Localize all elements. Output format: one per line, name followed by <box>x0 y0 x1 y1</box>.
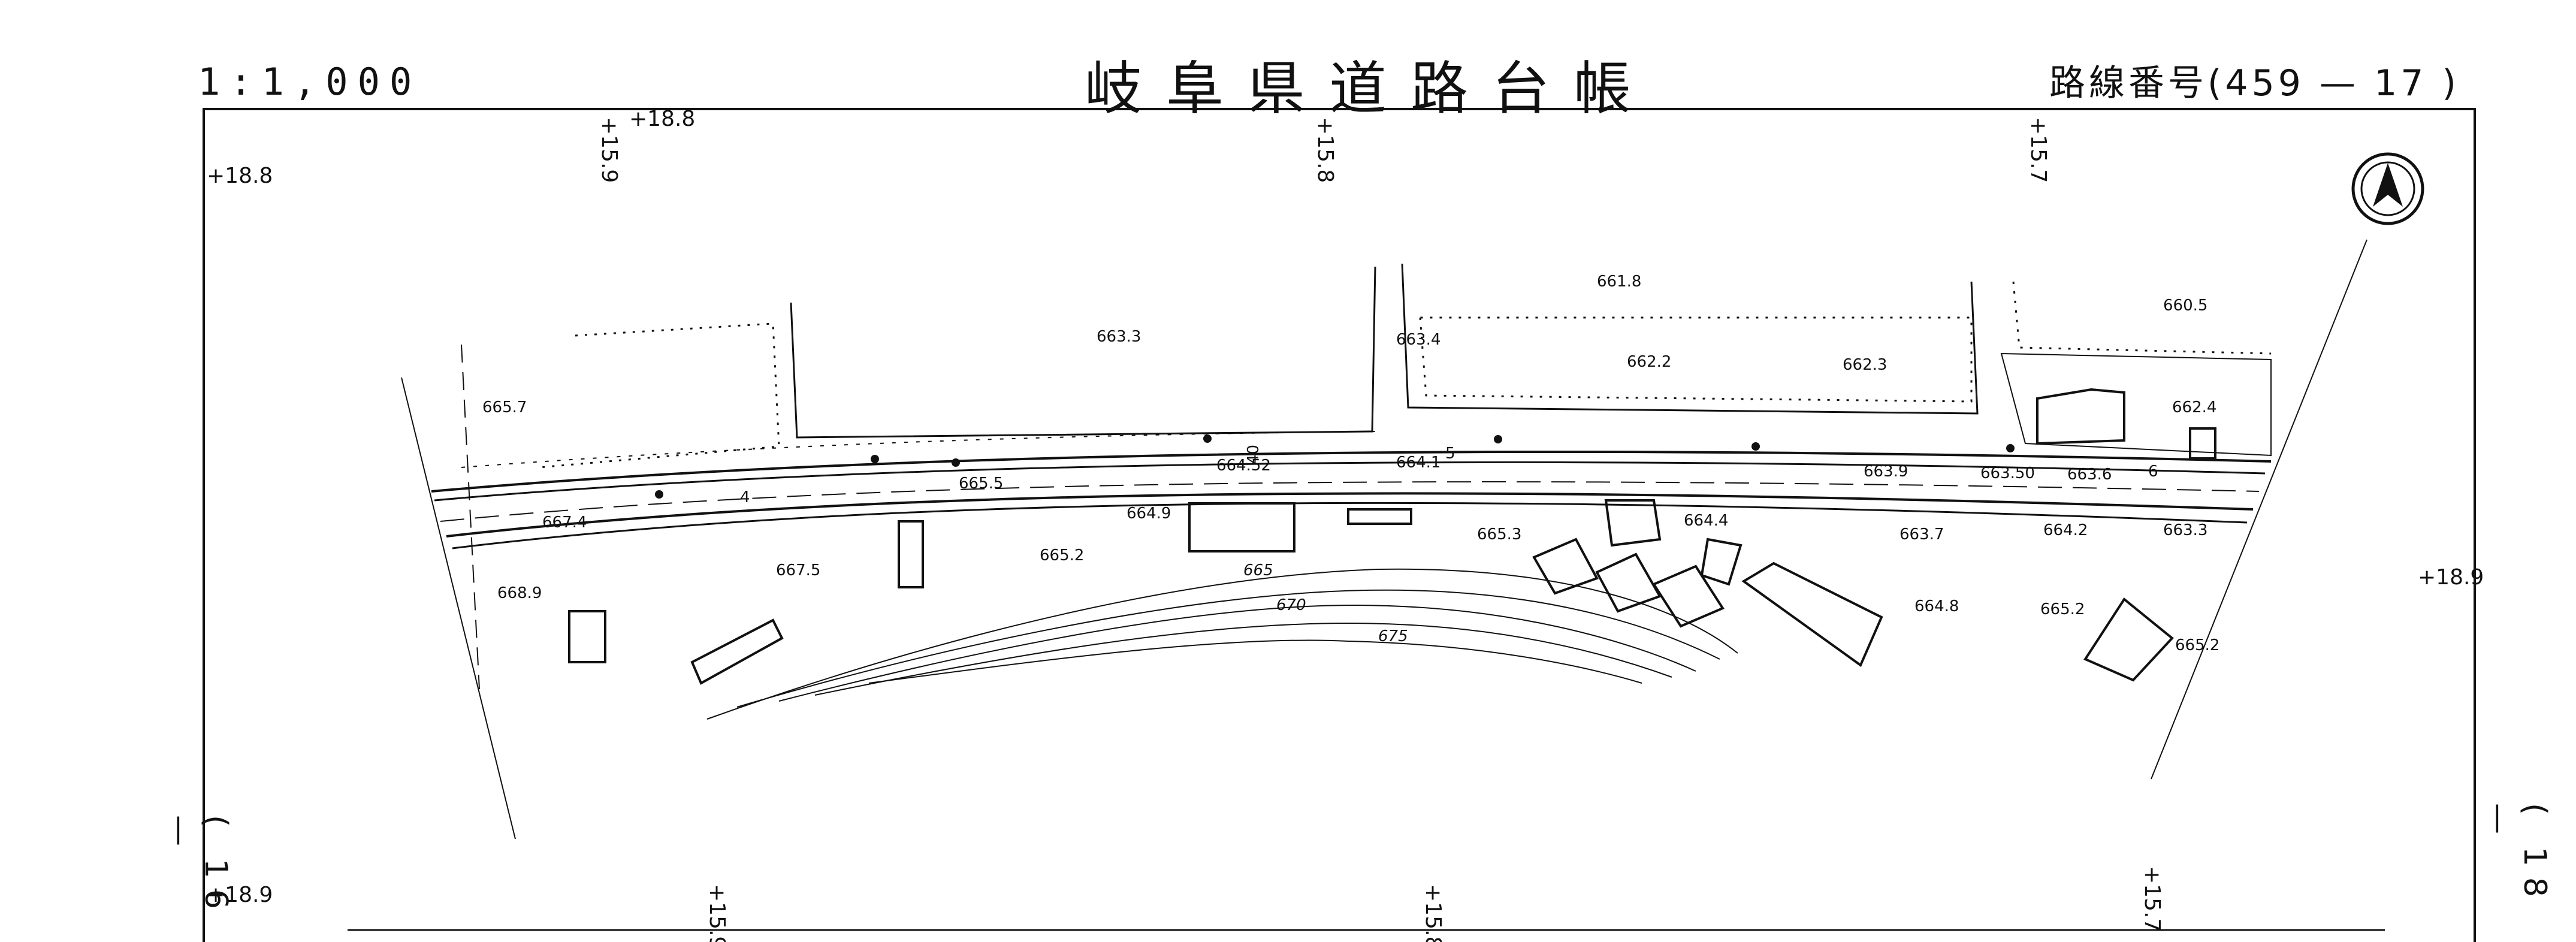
spot-elevation: 663.4 <box>1396 331 1440 349</box>
spot-elevation: 663.7 <box>1899 526 1944 544</box>
spot-elevations: 665.7 663.3 663.4 661.8 662.2 662.3 660.… <box>482 273 2219 654</box>
spot-elevation: 667.5 <box>776 561 820 579</box>
spot-elevation: 667.4 <box>542 514 587 532</box>
spot-elevation: 664.2 <box>2043 521 2088 539</box>
spot-elevation: 662.2 <box>1627 353 1671 371</box>
spot-elevation: 664.9 <box>1127 505 1171 523</box>
utility-poles <box>655 434 2015 499</box>
spot-elevation: 663.3 <box>1097 328 1141 346</box>
spot-elevation: 662.4 <box>2172 398 2216 416</box>
grid-label-bottom-1: +15.9 <box>705 884 729 942</box>
parcel-boundaries <box>539 263 2272 469</box>
route-number: 路線番号(459 — 17 ) <box>2049 62 2460 104</box>
spot-elevation: 663.50 <box>1980 464 2035 482</box>
spot-elevation: 664.52 <box>1216 457 1271 475</box>
spot-elevation: 665.5 <box>959 475 1003 493</box>
right-sheet-index: ( 18 — <box>2481 803 2553 908</box>
road-mark: 4 <box>740 488 750 506</box>
road-marks: 4 40 5 6 <box>740 445 2158 506</box>
spot-elevation: 668.9 <box>497 584 542 602</box>
spot-elevation: 660.5 <box>2163 297 2207 315</box>
spot-elevation: 665.7 <box>482 398 527 416</box>
grid-label-bottom-2: +15.8 <box>1421 884 1445 942</box>
spot-elevation: 662.3 <box>1843 356 1887 374</box>
map-frame <box>203 108 2476 942</box>
grid-label-top-1a: +18.8 <box>629 107 695 131</box>
contour-label: 665 <box>1243 561 1273 579</box>
north-arrow-icon <box>2351 152 2424 225</box>
map-scale: 1:1,000 <box>198 60 422 104</box>
spot-elevation: 664.1 <box>1396 454 1440 472</box>
grid-label-right-mid: +18.9 <box>2418 565 2484 590</box>
grid-label-top-1b: +15.9 <box>597 117 621 183</box>
contour-label: 670 <box>1276 596 1306 614</box>
grid-labels: +18.8 +15.9 +15.8 +15.7 +18.8 +18.9 +18.… <box>207 107 2484 942</box>
contour-labels: 665 670 675 <box>1243 561 1408 645</box>
spot-elevation: 661.8 <box>1597 273 1641 291</box>
spot-elevation: 664.4 <box>1684 512 1728 530</box>
grid-label-bottom-3: +15.7 <box>2140 866 2164 932</box>
buildings <box>568 388 2216 685</box>
spot-elevation: 665.2 <box>1040 547 1084 564</box>
survey-limit-lines <box>401 239 2367 840</box>
contour-lines <box>706 568 1738 720</box>
spot-elevation: 663.3 <box>2163 521 2207 539</box>
spot-elevation: 664.8 <box>1914 597 1959 615</box>
map-title: 岐阜県道路台帳 <box>1085 55 1655 122</box>
spot-elevation: 665.2 <box>2175 636 2219 654</box>
grid-label-top-2: +15.8 <box>1313 117 1337 183</box>
spot-elevation: 663.9 <box>1864 463 1908 481</box>
spot-elevation: 665.3 <box>1477 526 1521 544</box>
road-mark: 40 <box>1245 445 1263 464</box>
contour-label: 675 <box>1378 627 1408 645</box>
grid-label-top-3: +15.7 <box>2026 117 2050 183</box>
spot-elevation: 663.6 <box>2067 466 2112 484</box>
grid-label-left-top: +18.8 <box>207 164 273 188</box>
road-corridor <box>431 431 2272 550</box>
road-mark: 6 <box>2148 463 2158 481</box>
spot-elevation: 665.2 <box>2040 600 2085 618</box>
grid-label-left-bottom: +18.9 <box>207 883 273 907</box>
road-mark: 5 <box>1445 445 1455 463</box>
